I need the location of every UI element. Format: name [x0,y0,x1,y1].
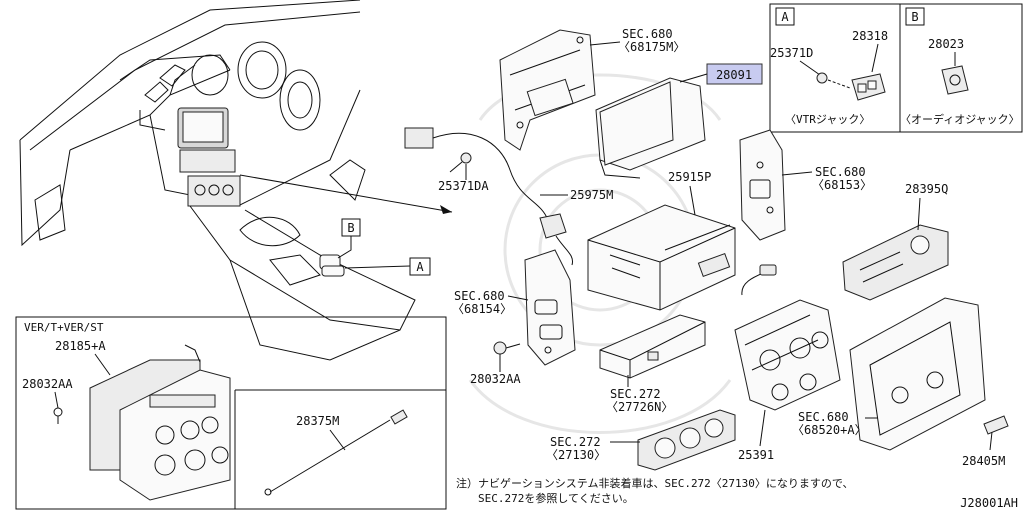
label-sec680-d-ref: 〈68520+A〉 [792,423,867,437]
screw-25371DA [449,152,472,173]
callout-b: B [337,218,361,259]
label-28375M: 28375M [296,414,339,428]
right-bracket [739,129,786,241]
label-28023: 28023 [928,37,964,51]
label-28032AA: 28032AA [470,372,521,386]
label-28318: 28318 [852,29,888,43]
variant-box-title: VER/T+VER/ST [24,321,104,334]
callout-a-letter: A [416,260,424,274]
box-b-letter: B [911,10,918,24]
label-sec680-b-ref: 〈68153〉 [812,178,872,192]
audio-unit-25915P [587,204,736,311]
box-b-caption: 〈オーディオジャック〉 [900,112,1020,126]
label-28032AA-variant: 28032AA [22,377,73,391]
label-sec680-b: SEC.680 [815,165,866,179]
upper-bracket [499,29,596,151]
box-a-caption: 〈VTRジャック〉 [785,113,870,126]
label-sec680-a-ref: 〈68175M〉 [618,40,685,54]
footnote-line1: 注）ナビゲーションシステム非装着車は、SEC.272〈27130〉になりますので… [456,476,853,490]
label-sec680-c: SEC.680 [454,289,505,303]
label-28091: 28091 [716,68,752,82]
box-a-letter: A [781,10,789,24]
arrow-head [440,205,452,214]
label-sec680-d: SEC.680 [798,410,849,424]
switch-panel-28395Q [842,224,949,301]
left-bracket [524,249,576,366]
label-25371DA: 25371DA [438,179,489,193]
label-25915P: 25915P [668,170,711,184]
detail-box-a: A 25371D 28318 〈VTRジャック〉 [769,3,901,133]
variant-box: VER/T+VER/ST 28185+A 28032AA 28375M [15,316,447,510]
callout-b-letter: B [347,221,354,235]
label-sec680-c-ref: 〈68154〉 [452,302,512,316]
diagram-code: J28001AH [960,496,1018,510]
label-sec272-b: SEC.272 [550,435,601,449]
label-25371D: 25371D [770,46,813,60]
label-sec272-b-ref: 〈27130〉 [546,448,606,462]
highlight-label: 28091 [679,63,763,85]
detail-box-b: B 28023 〈オーディオジャック〉 [899,3,1023,133]
screw-28032AA [493,341,521,355]
finisher-68520A [849,297,986,451]
nav-display-28091 [595,77,706,179]
label-sec272-a: SEC.272 [610,387,661,401]
label-28185A: 28185+A [55,339,106,353]
footnote-line2: SEC.272を参照してください。 [478,491,634,505]
climate-control-27130 [637,409,736,471]
dashboard-drawing [19,0,416,361]
cable-25975M [404,127,574,266]
arrow-line [239,174,453,213]
label-28405M: 28405M [962,454,1005,468]
part-28405M [983,415,1009,435]
label-sec272-a-ref: 〈27726N〉 [606,400,673,414]
callout-a: A [344,257,431,276]
label-28395Q: 28395Q [905,182,948,196]
module-27726N [599,314,706,379]
label-sec680-a: SEC.680 [622,27,673,41]
label-25975M: 25975M [570,188,613,202]
label-25391: 25391 [738,448,774,462]
head-unit-25391 [734,264,841,411]
